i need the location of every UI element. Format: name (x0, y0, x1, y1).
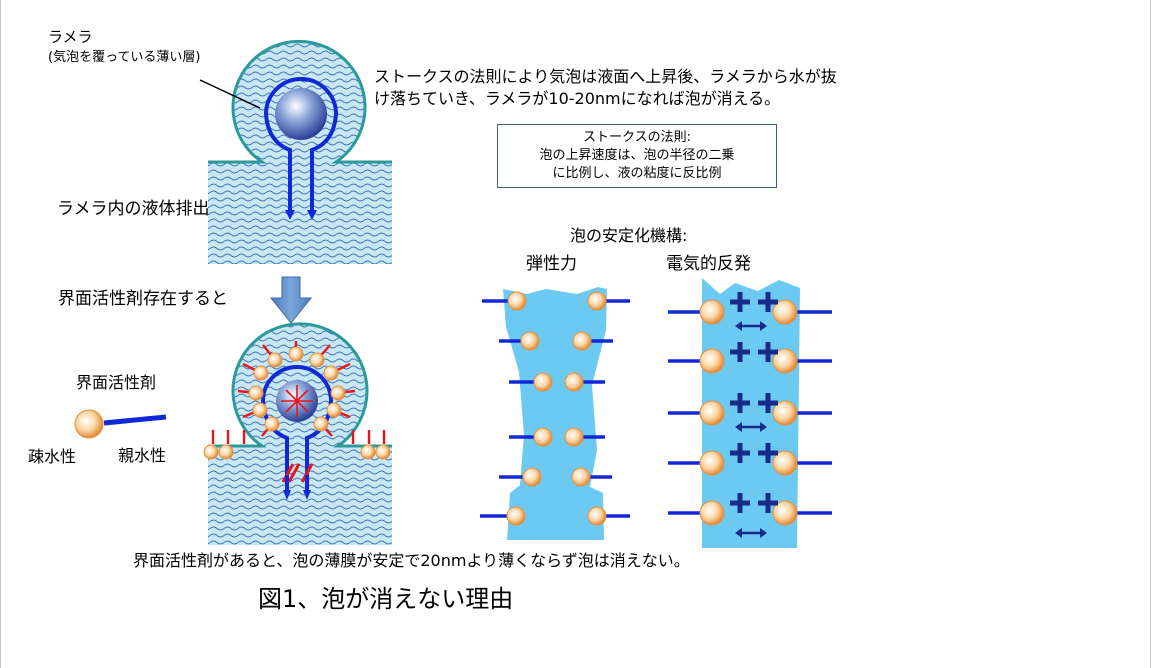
stokes-description: ストークスの法則により気泡は液面へ上昇後、ラメラから水が抜け落ちていき、ラメラが… (374, 66, 844, 109)
elastic-film (480, 287, 630, 540)
surfactant-molecule-icon (75, 410, 166, 438)
stokes-box-line-1: ストークスの法則: (498, 129, 776, 147)
electric-repulsion-label: 電気的反発 (666, 254, 751, 275)
bottom-note: 界面活性剤があると、泡の薄膜が安定で20nmより薄くならず泡は消えない。 (133, 551, 690, 571)
lamella-title: ラメラ (48, 28, 93, 47)
stokes-box-line-3: に比例し、液の粘度に反比例 (498, 165, 776, 183)
surfactant-present-label: 界面活性剤存在すると (58, 289, 228, 310)
top-foam-panel (200, 41, 392, 264)
hydrophobic-label: 疎水性 (28, 447, 76, 467)
electric-film (668, 278, 832, 548)
elastic-force-label: 弾性力 (526, 254, 577, 275)
surfactant-label: 界面活性剤 (76, 373, 156, 393)
stokes-law-box: ストークスの法則: 泡の上昇速度は、泡の半径の二乗 に比例し、液の粘度に反比例 (497, 124, 777, 188)
stokes-box-line-2: 泡の上昇速度は、泡の半径の二乗 (498, 147, 776, 165)
figure-title: 図1、泡が消えない理由 (258, 584, 513, 614)
drain-label: ラメラ内の液体排出 (57, 199, 210, 220)
stabilization-mechanism-title: 泡の安定化機構: (570, 226, 687, 246)
hydrophilic-label: 親水性 (118, 446, 166, 466)
bubble (275, 88, 327, 140)
down-arrow-icon (271, 277, 311, 323)
bottom-foam-panel (204, 324, 392, 545)
lamella-subtitle: (気泡を覆っている薄い層) (48, 50, 201, 66)
